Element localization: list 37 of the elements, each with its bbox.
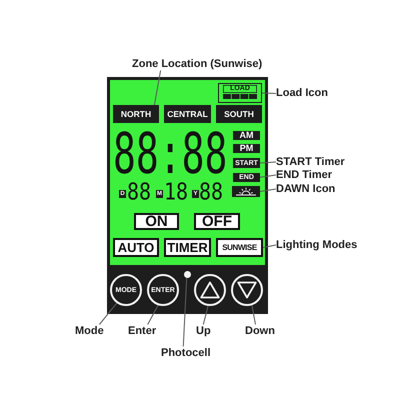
sunrise-icon [232, 186, 260, 197]
callout-label: Photocell [161, 346, 211, 360]
callout-label: END Timer [276, 168, 332, 182]
load-indicator [218, 83, 262, 103]
lcd-indicator: AM [233, 131, 260, 140]
leader-line [202, 305, 209, 325]
leader-line [251, 304, 256, 325]
mode-indicator: TIMER [164, 238, 211, 257]
digit-readout: 88:88 [113, 130, 228, 178]
mode-indicator: ON [134, 213, 179, 230]
leader-line [260, 162, 276, 164]
leader-line [182, 277, 188, 347]
leader-line [260, 174, 276, 178]
mode-indicator: OFF [194, 213, 240, 230]
callout-label: Enter [128, 324, 156, 338]
leader-line [262, 92, 276, 94]
digit-readout: 88 [199, 182, 224, 202]
digit-readout: 88 [127, 182, 152, 202]
callout-label: START Timer [276, 156, 345, 168]
lcd-indicator: PM [233, 144, 260, 153]
lcd-indicator: CENTRAL [164, 105, 211, 123]
leader-line [147, 304, 159, 325]
leader-line [262, 244, 276, 248]
callout-label: DAWN Icon [276, 182, 336, 196]
lcd-indicator: SOUTH [216, 105, 262, 123]
callout-label: Down [245, 324, 275, 338]
lcd-indicator: NORTH [113, 105, 159, 123]
callout-label: Zone Location (Sunwise) [132, 58, 262, 70]
callout-label: Load Icon [276, 87, 328, 100]
leader-line [260, 188, 276, 192]
leader-line [98, 302, 118, 325]
callout-label: Lighting Modes [276, 238, 358, 252]
callout-label: Mode [75, 324, 104, 338]
mode-indicator: AUTO [113, 238, 159, 257]
callout-label: Up [196, 324, 211, 338]
digit-readout: 18 [164, 182, 188, 202]
mode-indicator: SUNWISE [216, 238, 263, 257]
